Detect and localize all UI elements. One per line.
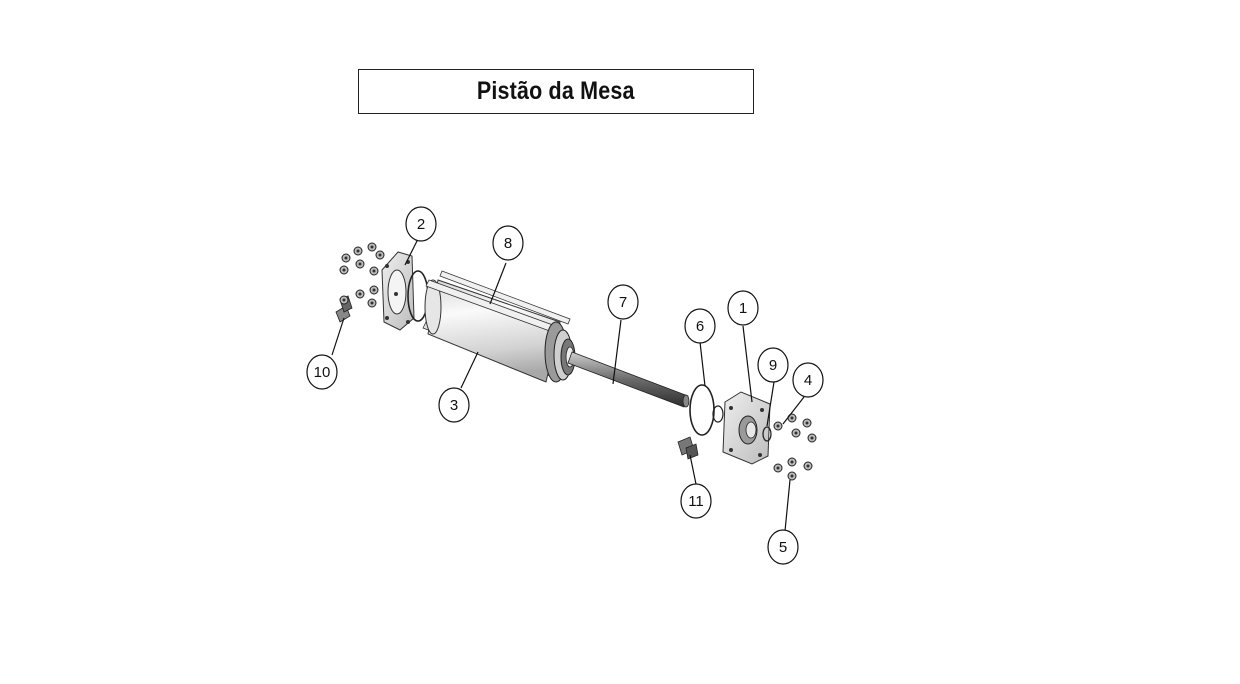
callout-c11: 11 — [680, 483, 712, 519]
hex-nut-hole — [370, 245, 374, 249]
front-end-cap — [722, 391, 771, 465]
callout-label: 9 — [769, 357, 777, 374]
callout-circle — [684, 308, 716, 344]
callout-label: 1 — [739, 300, 747, 317]
callout-circle — [757, 347, 789, 383]
hex-nut-hole — [358, 262, 362, 266]
hex-nut-hole — [342, 298, 346, 302]
cylinder-barrel-assembly — [422, 270, 576, 383]
callout-label: 5 — [779, 539, 787, 556]
hex-nut-hole — [372, 269, 376, 273]
hex-nut-hole — [805, 421, 809, 425]
large-o-ring — [689, 384, 715, 436]
hex-nut-hole — [776, 424, 780, 428]
piston-rod — [567, 351, 690, 408]
callout-c3: 3 — [438, 387, 470, 423]
callout-circle — [438, 387, 470, 423]
hex-nut-hole — [790, 416, 794, 420]
callout-c2: 2 — [405, 206, 437, 242]
hex-nut-hole — [794, 431, 798, 435]
hex-nut-hole — [342, 268, 346, 272]
hex-nut-hole — [378, 253, 382, 257]
callout-label: 6 — [696, 318, 704, 335]
callout-label: 10 — [314, 364, 331, 381]
callout-c4: 4 — [792, 362, 824, 398]
callout-c1: 1 — [727, 290, 759, 326]
small-o-ring — [762, 426, 772, 442]
hex-nut-hole — [370, 301, 374, 305]
callout-balloons: 1 2 3 4 5 6 7 8 9 10 11 — [306, 206, 824, 565]
hex-nut-hole — [358, 292, 362, 296]
hex-nuts — [339, 242, 817, 481]
callout-circle — [492, 225, 524, 261]
callout-circle — [607, 284, 639, 320]
callout-label: 8 — [504, 235, 512, 252]
callout-c9: 9 — [757, 347, 789, 383]
callout-label: 2 — [417, 216, 425, 233]
diagram-title: Pistão da Mesa — [477, 77, 635, 105]
hex-nut-hole — [790, 474, 794, 478]
callout-c6: 6 — [684, 308, 716, 344]
callout-circle — [405, 206, 437, 242]
callout-c10: 10 — [306, 354, 338, 390]
callout-label: 11 — [688, 493, 704, 510]
hex-nut-hole — [806, 464, 810, 468]
callout-label: 7 — [619, 294, 627, 311]
callout-c7: 7 — [607, 284, 639, 320]
callout-c8: 8 — [492, 225, 524, 261]
hex-nut-hole — [776, 466, 780, 470]
hex-nut-hole — [790, 460, 794, 464]
hex-nut-hole — [344, 256, 348, 260]
hex-nut-hole — [356, 249, 360, 253]
callout-circle — [680, 483, 712, 519]
leader-lines — [331, 238, 805, 532]
title-box: Pistão da Mesa — [358, 69, 754, 114]
small-seal-ring — [712, 405, 724, 423]
front-fitting — [677, 436, 699, 460]
callout-circle — [306, 354, 338, 390]
callout-circle — [792, 362, 824, 398]
rear-end-cap — [381, 251, 415, 331]
callout-label: 4 — [804, 372, 812, 389]
callout-label: 3 — [450, 397, 458, 414]
callout-c5: 5 — [767, 529, 799, 565]
callout-circle — [767, 529, 799, 565]
hex-nut-hole — [372, 288, 376, 292]
callout-circle — [727, 290, 759, 326]
hex-nut-hole — [810, 436, 814, 440]
